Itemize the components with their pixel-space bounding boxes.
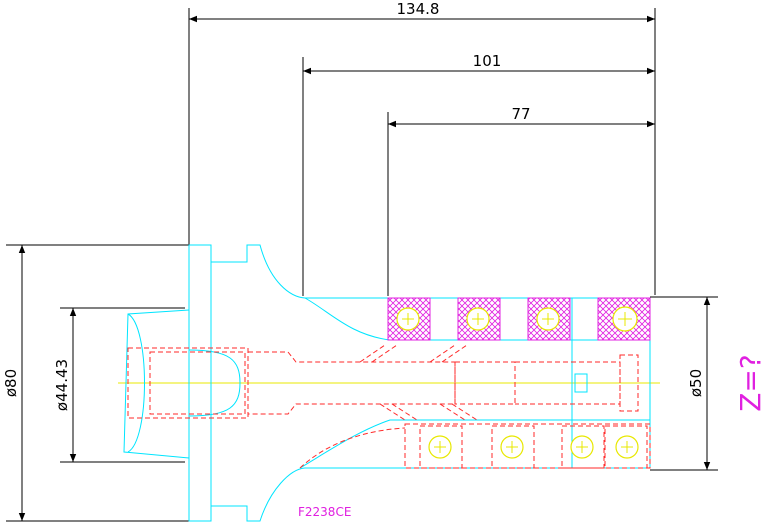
hidden-tip-step [619,354,639,412]
dim-text-cutter-diameter: ø50 [687,369,705,397]
insert-5 [419,425,463,469]
nose-outline [123,309,190,459]
hidden-coolant-2 [371,344,398,363]
hidden-bore-rear-inner [149,351,246,415]
dim-text-bore-diameter: ø44.43 [53,359,71,411]
insert-1 [387,297,431,341]
hidden-coolant-7 [439,403,466,421]
hidden-bore-mid [248,351,456,415]
hidden-lower-curve [299,427,406,469]
insert-6 [491,425,535,469]
hidden-coolant-3 [429,344,456,363]
dimension-layer [6,8,718,522]
hidden-coolant-8 [451,403,478,421]
part-code-label: F2238CE [298,505,351,519]
hidden-bore-tip [515,361,621,405]
insert-8 [604,425,648,469]
bore-pocket [188,349,241,417]
insert-2 [457,297,501,341]
dim-text-overall: 134.8 [397,0,440,18]
hidden-bore-front [454,361,516,405]
dim-text-short: 77 [511,105,530,123]
nose-chamfer [127,313,145,453]
outline-bottom [210,467,650,522]
dim-text-outer-diameter: ø80 [2,369,20,397]
insert-3 [527,297,571,341]
key-slot [574,373,588,393]
tooth-count-label: Z=? [734,354,767,412]
insert-4 [597,297,651,341]
insert-row-top [387,297,651,341]
flute-bottom [299,419,650,469]
hidden-coolant-6 [391,403,418,421]
insert-row-bottom [419,425,648,469]
flute-top [304,297,391,341]
dim-text-mid: 101 [473,52,502,70]
outline-top [210,244,650,299]
hidden-bore-rear [127,347,249,419]
insert-7 [561,425,605,469]
hidden-coolant-4 [441,344,468,363]
hidden-coolant-1 [359,344,386,363]
hidden-coolant-5 [379,403,406,421]
hidden-lines [127,344,651,469]
